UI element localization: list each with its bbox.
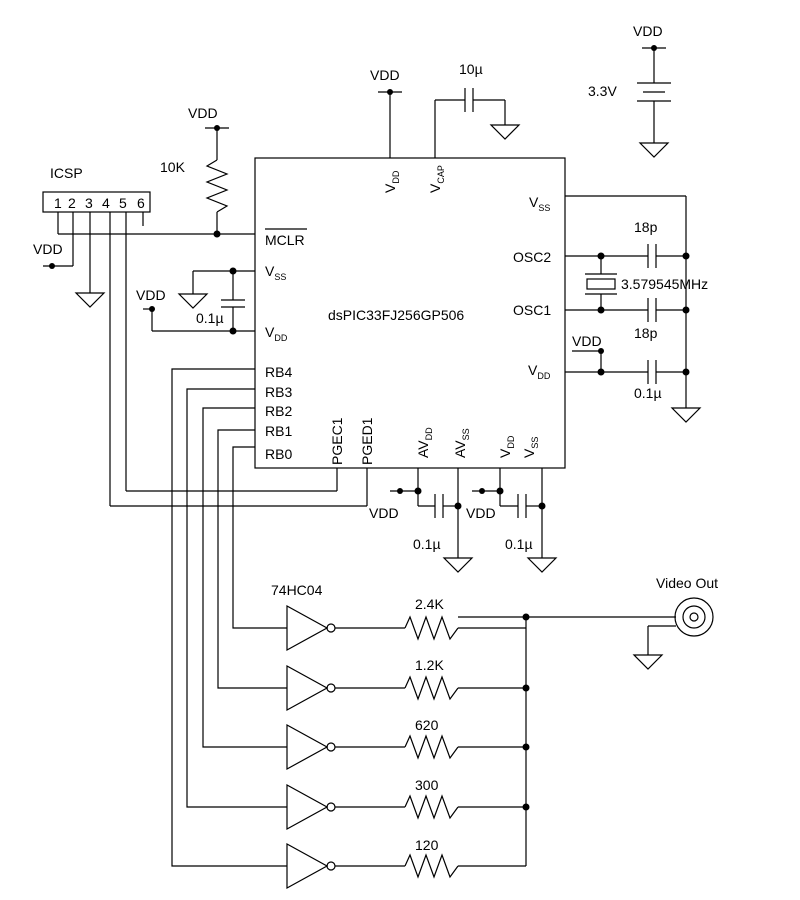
inverter-2 — [286, 664, 526, 712]
mclr-pullup: VDD 10K — [58, 105, 255, 238]
mcu-part-label: dsPIC33FJ256GP506 — [328, 307, 464, 323]
pin-rb4: RB4 — [265, 364, 292, 380]
oscillator-section: 18p 3.579545MHz 18p VDD 0.1µ — [565, 195, 708, 423]
resistor-mclr-label: 10K — [160, 159, 186, 175]
resistor-dac-3-label: 620 — [415, 717, 439, 733]
icsp-pin-4: 4 — [102, 195, 110, 211]
video-out-connector: Video Out — [458, 575, 718, 670]
inverter-part-label: 74HC04 — [271, 582, 323, 598]
pin-mclr: MCLR — [265, 232, 305, 248]
crystal-label: 3.579545MHz — [621, 276, 708, 292]
pin-vdd-right: VDD — [528, 362, 551, 381]
cap-osc1-label: 18p — [634, 325, 658, 341]
cap-osc2-label: 18p — [634, 219, 658, 235]
icsp-pin-1: 1 — [54, 195, 62, 211]
rb-routing — [171, 368, 287, 867]
pin-pged1: PGED1 — [359, 417, 375, 465]
video-dac: 74HC04 — [271, 582, 530, 890]
top-supply: VDD 10µ — [370, 61, 521, 158]
cap-vcap-label: 10µ — [459, 61, 483, 77]
icsp-pin-6: 6 — [137, 195, 145, 211]
pin-vss-right: VSS — [529, 194, 550, 213]
vdd-label-mclr: VDD — [188, 105, 218, 121]
icsp-pin-2: 2 — [68, 195, 76, 211]
pin-osc2: OSC2 — [513, 249, 551, 265]
pin-rb3: RB3 — [265, 384, 292, 400]
left-decoupling: 0.1µ VDD — [136, 267, 255, 335]
resistor-dac-5-label: 120 — [415, 837, 439, 853]
resistor-dac-2-label: 1.2K — [415, 657, 444, 673]
cap-av-label: 0.1µ — [413, 536, 441, 552]
vdd-label-top: VDD — [370, 67, 400, 83]
battery-3v3: VDD 3.3V — [588, 23, 671, 158]
pin-vdd-top: VDD — [382, 170, 401, 193]
vdd-label-icsp: VDD — [33, 241, 63, 257]
inverter-1 — [286, 604, 526, 652]
icsp-header: ICSP 1 2 3 4 5 6 VDD — [33, 165, 151, 506]
pin-vcap: VCAP — [427, 165, 446, 193]
pin-rb1: RB1 — [265, 423, 292, 439]
inverter-4 — [286, 783, 526, 831]
cap-vdd-bottom-label: 0.1µ — [505, 536, 533, 552]
icsp-title: ICSP — [50, 165, 83, 181]
vdd-label-battery: VDD — [633, 23, 663, 39]
cap-vdd-right-label: 0.1µ — [634, 385, 662, 401]
vdd-label-bottom: VDD — [466, 505, 496, 521]
pin-avss: AVSS — [452, 428, 471, 458]
pin-vss-bottom: VSS — [521, 437, 540, 458]
bottom-decoupling: VDD 0.1µ VDD 0.1µ — [369, 468, 558, 573]
icsp-routing — [110, 468, 368, 507]
pin-vdd-bottom: VDD — [497, 435, 516, 458]
icsp-pin-5: 5 — [119, 195, 127, 211]
battery-voltage: 3.3V — [588, 83, 617, 99]
icsp-pin-3: 3 — [85, 195, 93, 211]
pin-rb0: RB0 — [265, 446, 292, 462]
inverter-5 — [286, 842, 526, 890]
vdd-label-left: VDD — [136, 287, 166, 303]
pin-avdd: AVDD — [415, 427, 434, 458]
inverter-3 — [286, 723, 526, 771]
pin-rb2: RB2 — [265, 403, 292, 419]
resistor-dac-1-label: 2.4K — [415, 596, 444, 612]
pin-vdd-left: VDD — [265, 324, 288, 343]
pin-osc1: OSC1 — [513, 302, 551, 318]
resistor-dac-4-label: 300 — [415, 777, 439, 793]
mcu-chip: dsPIC33FJ256GP506 MCLR VSS VDD RB4 RB3 R… — [254, 157, 566, 469]
cap-left-label: 0.1µ — [196, 310, 224, 326]
vdd-label-av: VDD — [369, 505, 399, 521]
pin-vss-left: VSS — [265, 263, 286, 282]
pin-pgec1: PGEC1 — [329, 417, 345, 465]
vdd-label-right: VDD — [572, 333, 602, 349]
video-out-label: Video Out — [656, 575, 718, 591]
